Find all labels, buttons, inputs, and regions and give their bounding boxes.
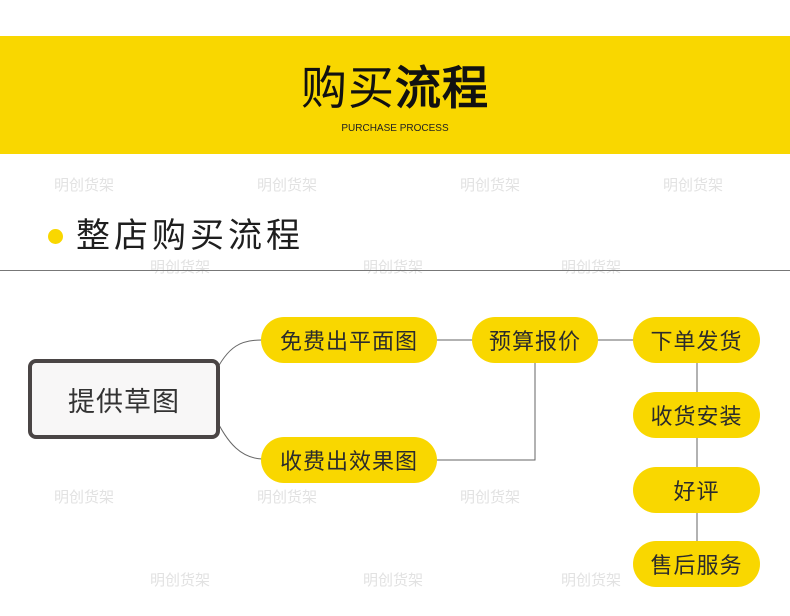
watermark: 明创货架: [150, 258, 211, 276]
watermark: 明创货架: [54, 176, 115, 194]
watermark: 明创货架: [363, 571, 424, 589]
watermark: 明创货架: [561, 258, 622, 276]
page-title-light: 购买: [301, 61, 395, 115]
flow-node-quote: 预算报价: [472, 317, 598, 363]
page-title: 购买流程: [0, 58, 790, 118]
watermark: 明创货架: [54, 488, 115, 506]
watermark: 明创货架: [150, 571, 211, 589]
page-title-bold: 流程: [395, 61, 489, 115]
watermark: 明创货架: [460, 488, 521, 506]
flow-node-render: 收费出效果图: [261, 437, 437, 483]
connector-start-to-render: [213, 414, 263, 460]
flow-node-after-sales: 售后服务: [633, 541, 760, 587]
section-divider: [0, 270, 790, 271]
flow-node-install: 收货安装: [633, 392, 760, 438]
flow-node-floor-plan: 免费出平面图: [261, 317, 437, 363]
watermark: 明创货架: [257, 176, 318, 194]
flow-node-review: 好评: [633, 467, 760, 513]
connector-start-to-floor-plan: [213, 339, 263, 376]
flow-node-start: 提供草图: [28, 359, 220, 439]
watermark: 明创货架: [663, 176, 724, 194]
watermark: 明创货架: [363, 258, 424, 276]
header-banner: [0, 36, 790, 154]
watermark: 明创货架: [561, 571, 622, 589]
bullet-dot-icon: [48, 229, 63, 244]
connector-render-to-quote: [436, 362, 536, 461]
section-title: 整店购买流程: [76, 216, 304, 256]
watermark: 明创货架: [460, 176, 521, 194]
watermark: 明创货架: [257, 488, 318, 506]
page-subtitle: PURCHASE PROCESS: [341, 123, 449, 134]
flow-node-order: 下单发货: [633, 317, 760, 363]
